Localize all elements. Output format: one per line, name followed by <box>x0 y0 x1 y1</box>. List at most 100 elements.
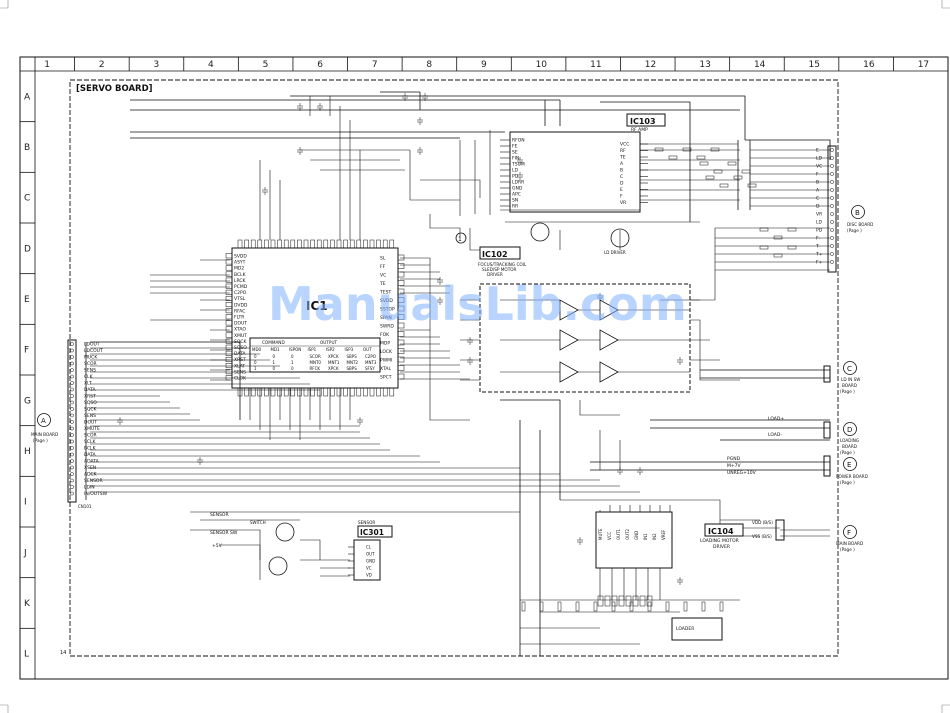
connector-a-signal: LDOUT <box>84 342 100 348</box>
cmd-table-cell: 1 <box>291 360 294 365</box>
row-label: B <box>24 143 30 153</box>
cmd-table-cell: XPCK <box>328 366 339 371</box>
connector-e-letter: E <box>847 461 851 469</box>
connector-e-line2: (Page ) <box>840 480 855 485</box>
cmd-table-header: ISP3 <box>345 347 354 352</box>
connector-a-signal: XMUTE <box>84 426 100 432</box>
cmd-table-header: OUT <box>363 347 372 352</box>
connector-f-main-board: F MAIN BOARD (Page ) VDD (B/S) VSS (B/S) <box>752 519 863 552</box>
ic103-pin-label: C <box>620 174 623 180</box>
row-label: J <box>23 548 27 558</box>
ld-driver-label: LD DRIVER <box>604 250 626 255</box>
ic104-desc1: LOADING MOTOR <box>700 538 739 544</box>
switch-label: SWITCH <box>250 520 266 525</box>
cmd-table-cell: 0 <box>254 354 257 359</box>
row-label: L <box>24 650 29 660</box>
connector-a-signal: CLK <box>84 374 94 380</box>
cmd-table-cell: 0 <box>254 360 257 365</box>
ic1-pin-label: TEST <box>379 290 391 296</box>
ic102-desc2: SLED/SP MOTOR <box>482 267 517 272</box>
ic104-pin-label: IN2 <box>652 533 657 540</box>
cmd-table-cell: SBPS <box>347 354 358 359</box>
ic1-pin-label: FLTR <box>234 315 244 321</box>
ic1-pin-label: SENS <box>234 369 246 375</box>
ic1-pin-label: XRST <box>234 357 246 363</box>
cmd-table-cell: MNT3 <box>365 360 377 365</box>
cmd-table-cell: 0 <box>273 354 276 359</box>
col-label: 3 <box>153 60 159 70</box>
connector-a-signal: DATA <box>84 452 97 458</box>
connector-a-main-board: LDOUTLDCOUTMUCKSCORSENSCLKXLTDATAXRSTSQS… <box>31 339 108 509</box>
connector-c-line3: (Page ) <box>840 389 855 394</box>
cmd-table-header: ISP2 <box>326 347 335 352</box>
ic1-pin-label: BCLK <box>234 272 247 278</box>
ic1-pin-label: TE <box>379 281 386 287</box>
watermark: ManualsLib.com <box>268 277 687 331</box>
col-label: 8 <box>426 60 432 70</box>
connector-a-signal: SENS <box>84 413 96 419</box>
ld-driver-transistors: LD DRIVER 1 <box>455 222 630 255</box>
ic104-pin-label: IN1 <box>643 533 648 540</box>
component-clusters <box>117 93 797 612</box>
vdd-label: +5V <box>212 543 223 549</box>
ic103-pin-label: RF <box>620 148 626 154</box>
cmd-table-cell: 1 <box>273 360 276 365</box>
ic301-pin-label: CL <box>366 545 372 550</box>
ic104-pin-label: OUT2 <box>625 528 630 540</box>
ic102-desc1: FOCUS/TRACKING COIL <box>478 262 527 267</box>
cmd-table-cell: 1 <box>254 366 257 371</box>
ic103-name: IC103 <box>630 117 656 126</box>
cmd-table-cell: SFSY <box>365 366 375 371</box>
ic104-pin-label: GND <box>634 531 639 540</box>
connector-c-line1: LD IN SW <box>841 377 860 382</box>
circle-marker: 1 <box>458 236 462 243</box>
ic1-pin-label: SPCT <box>380 375 392 381</box>
connector-f-letter: F <box>847 529 851 537</box>
connector-b-signal: A <box>816 188 820 194</box>
row-label: A <box>24 92 31 102</box>
col-label: 9 <box>481 60 487 70</box>
connector-a-signal: XRST <box>84 394 96 400</box>
vdd-b-label: VDD (B/S) <box>752 520 773 525</box>
ic1-pin-label: SL <box>380 256 386 262</box>
ic1-pin-label: XTAO <box>234 327 246 333</box>
row-label: F <box>24 346 29 356</box>
connector-b-letter: B <box>855 209 860 217</box>
ic104-pin-label: VCC <box>607 531 612 540</box>
board-title: [SERVO BOARD] <box>76 84 153 94</box>
connector-b-signal: PD <box>816 228 823 234</box>
cmd-table-cell: 0 <box>291 366 294 371</box>
cmd-table-cell: 0 <box>273 366 276 371</box>
connector-c-line2: BOARD <box>842 383 857 388</box>
ic1-pin-label: XTAL <box>380 366 391 372</box>
col-label: 13 <box>699 60 710 70</box>
load-plus-label: LOAD+ <box>768 416 784 422</box>
ic103-pin-label: RFON <box>512 138 525 144</box>
cmd-table-header: ISPON <box>289 347 301 352</box>
ic301-pin-label: VC <box>366 566 372 571</box>
ic102-name: IC102 <box>482 250 508 259</box>
ic1-pin-label: DVDD <box>234 302 248 308</box>
page-note: 14 <box>60 650 66 656</box>
connector-b-signal: LD <box>816 220 823 226</box>
connector-a-line2: (Page ) <box>33 438 48 443</box>
cn101-label: CN101 <box>78 504 92 509</box>
connector-d-line3: (Page ) <box>840 450 855 455</box>
connector-a-signal: BCLK <box>84 446 97 452</box>
col-label: 2 <box>99 60 105 70</box>
cmd-table-cell: 0 <box>291 354 294 359</box>
cmd-table-cell: C2PO <box>365 354 376 359</box>
ic103-pin-label: PD <box>512 174 519 180</box>
connector-a-signal: XSEN <box>84 465 96 471</box>
col-label: 17 <box>918 60 929 70</box>
ic1-pin-label: CLOK <box>234 376 247 382</box>
ic101-servo-dsp: IC1 SLFFVCTETESTSVDDSSTOPSPANSWRDFOKMDPL… <box>225 239 405 397</box>
connector-b-signal: E <box>816 148 819 154</box>
loader-label: LOADER <box>676 626 694 632</box>
ic103-pin-label: GND <box>512 186 523 192</box>
ic103-pin-label: APC <box>512 192 521 198</box>
connector-b-signal: D <box>816 204 820 210</box>
